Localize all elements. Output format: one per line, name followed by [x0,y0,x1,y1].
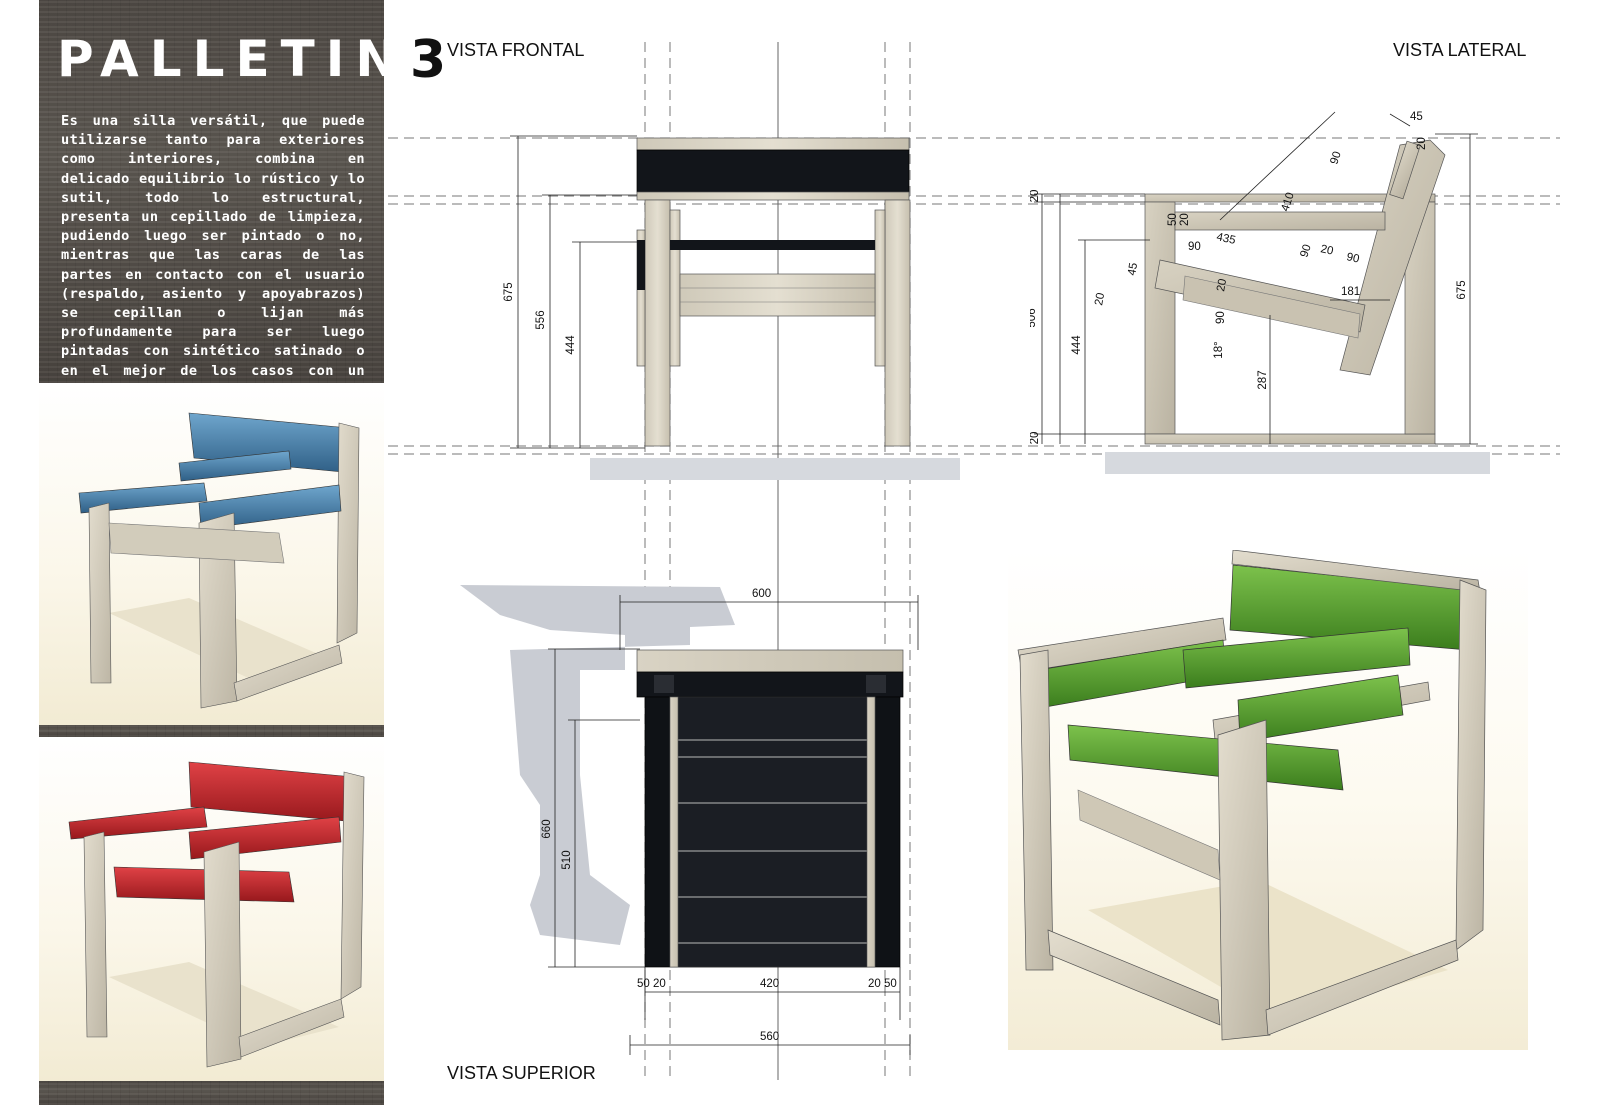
dim-top-420: 420 [760,978,779,990]
dim-side-20-top-b: 20 [1416,137,1428,150]
dim-side-90-right: 90 [1345,251,1360,265]
dim-front-444: 444 [565,335,577,355]
top-view-label: VISTA SUPERIOR [447,1063,596,1083]
photo-divider-bottom [39,1081,384,1105]
blue-chair-render [39,383,384,725]
title-panel: PALLETINA Es una silla versátil, que pue… [39,0,447,398]
dim-side-90-back: 90 [1328,150,1343,166]
dim-side-287: 287 [1257,370,1269,389]
front-view-drawing: 675 556 444 [503,135,960,480]
red-chair-render [39,737,384,1081]
dim-side-45-arm: 45 [1126,262,1140,277]
dim-side-181: 181 [1341,286,1360,298]
dim-side-675: 675 [1456,280,1468,299]
green-chair-render [1008,550,1528,1050]
dim-side-435: 435 [1215,231,1236,247]
side-view-label: VISTA LATERAL [1393,40,1527,60]
description-text: Es una silla versátil, que puede utiliza… [61,113,365,398]
dim-front-675: 675 [503,282,515,301]
dim-side-20-b: 20 [1179,213,1191,226]
red-chair-render-icon [68,761,365,1068]
dim-top-510: 510 [561,850,573,869]
dim-side-506: 506 [1030,308,1038,327]
dim-side-20-arm: 20 [1093,292,1107,307]
photo-divider [39,725,384,737]
dim-side-444: 444 [1071,335,1083,355]
dim-top-20-right: 20 [868,978,881,990]
dim-side-20-seat: 20 [1215,278,1229,293]
blue-chair-render-icon [78,412,360,709]
dim-side-20-top: 20 [1030,190,1041,203]
dim-side-90-mid: 90 [1298,243,1313,259]
dim-side-90-seat: 90 [1188,241,1201,253]
dim-side-90-leg: 90 [1215,311,1227,324]
dim-top-50-left: 50 [637,978,650,990]
dim-top-560: 560 [760,1031,779,1043]
dim-side-angle: 18° [1213,341,1225,358]
dim-side-50: 50 [1167,213,1179,226]
dim-side-20-mid: 20 [1319,243,1334,257]
dim-side-45-top: 45 [1410,111,1423,123]
dim-side-410: 410 [1279,191,1296,213]
green-chair-render-icon [1017,550,1487,1041]
dim-side-20-bottom: 20 [1030,432,1041,445]
side-view-drawing: 20 556 506 444 20 675 287 18° 45 20 90 4… [1030,111,1490,474]
dim-front-556: 556 [535,310,547,329]
top-view-drawing: 600 660 510 50 20 420 20 50 560 [460,585,919,1055]
dim-top-600: 600 [752,588,771,600]
front-view-label: VISTA FRONTAL [447,40,585,60]
dim-top-660: 660 [541,819,553,838]
dim-top-50-right: 50 [884,978,897,990]
sheet-number: 3 [410,30,446,90]
dim-top-20-left: 20 [653,978,666,990]
